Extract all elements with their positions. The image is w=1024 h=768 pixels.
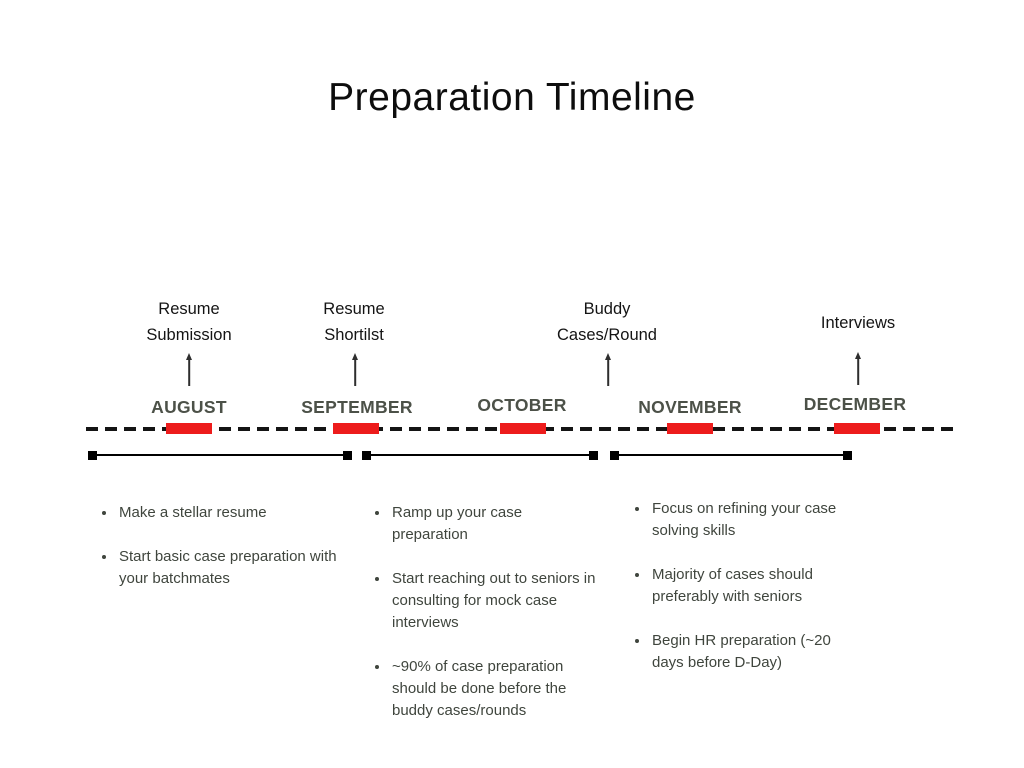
bullet-item: Majority of cases should preferably with… — [650, 564, 874, 608]
milestone-line: Buddy — [583, 300, 631, 318]
milestone-line: Resume — [323, 300, 385, 318]
milestone-label-resume-shortilst: Resume Shortilst — [323, 296, 384, 348]
bullet-item: Start basic case preparation with your b… — [117, 546, 369, 590]
milestone-line: Submission — [146, 326, 232, 344]
up-arrow-icon — [183, 353, 195, 386]
month-label-december: DECEMBER — [803, 394, 907, 414]
timeline-marker-october — [500, 423, 546, 434]
timeline-marker-november — [667, 423, 713, 434]
bullet-item: Start reaching out to seniors in consult… — [390, 568, 628, 634]
milestone-line: Resume — [158, 300, 220, 318]
milestone-label-interviews: Interviews — [821, 310, 895, 336]
milestone-line: Cases/Round — [557, 326, 657, 344]
month-label-november: NOVEMBER — [638, 397, 742, 417]
section-bracket-3 — [610, 449, 852, 461]
bullet-item: ~90% of case preparation should be done … — [390, 656, 628, 722]
month-label-august: AUGUST — [151, 397, 227, 417]
milestone-label-resume-submission: Resume Submission — [146, 296, 231, 348]
timeline-marker-december — [834, 423, 880, 434]
milestone-label-buddy-cases-round: Buddy Cases/Round — [557, 296, 657, 348]
timeline-marker-september — [333, 423, 379, 434]
bullet-list-phase-3: Focus on refining your case solving skil… — [631, 476, 874, 696]
section-bracket-1 — [88, 449, 352, 461]
bullet-item: Make a stellar resume — [117, 502, 369, 524]
bullet-item: Ramp up your case preparation — [390, 502, 628, 546]
timeline-marker-august — [166, 423, 212, 434]
up-arrow-icon — [852, 352, 864, 385]
bullet-item: Focus on refining your case solving skil… — [650, 498, 874, 542]
page-title: Preparation Timeline — [328, 76, 696, 119]
bullet-list-phase-1: Make a stellar resume Start basic case p… — [98, 480, 369, 612]
milestone-line: Shortilst — [324, 326, 384, 344]
up-arrow-icon — [349, 353, 361, 386]
bullet-item: Begin HR preparation (~20 days before D-… — [650, 630, 874, 674]
milestone-line: Interviews — [820, 314, 896, 332]
month-label-september: SEPTEMBER — [301, 397, 413, 417]
section-bracket-2 — [362, 449, 598, 461]
month-label-october: OCTOBER — [477, 395, 567, 415]
bullet-list-phase-2: Ramp up your case preparation Start reac… — [371, 480, 628, 744]
up-arrow-icon — [602, 353, 614, 386]
